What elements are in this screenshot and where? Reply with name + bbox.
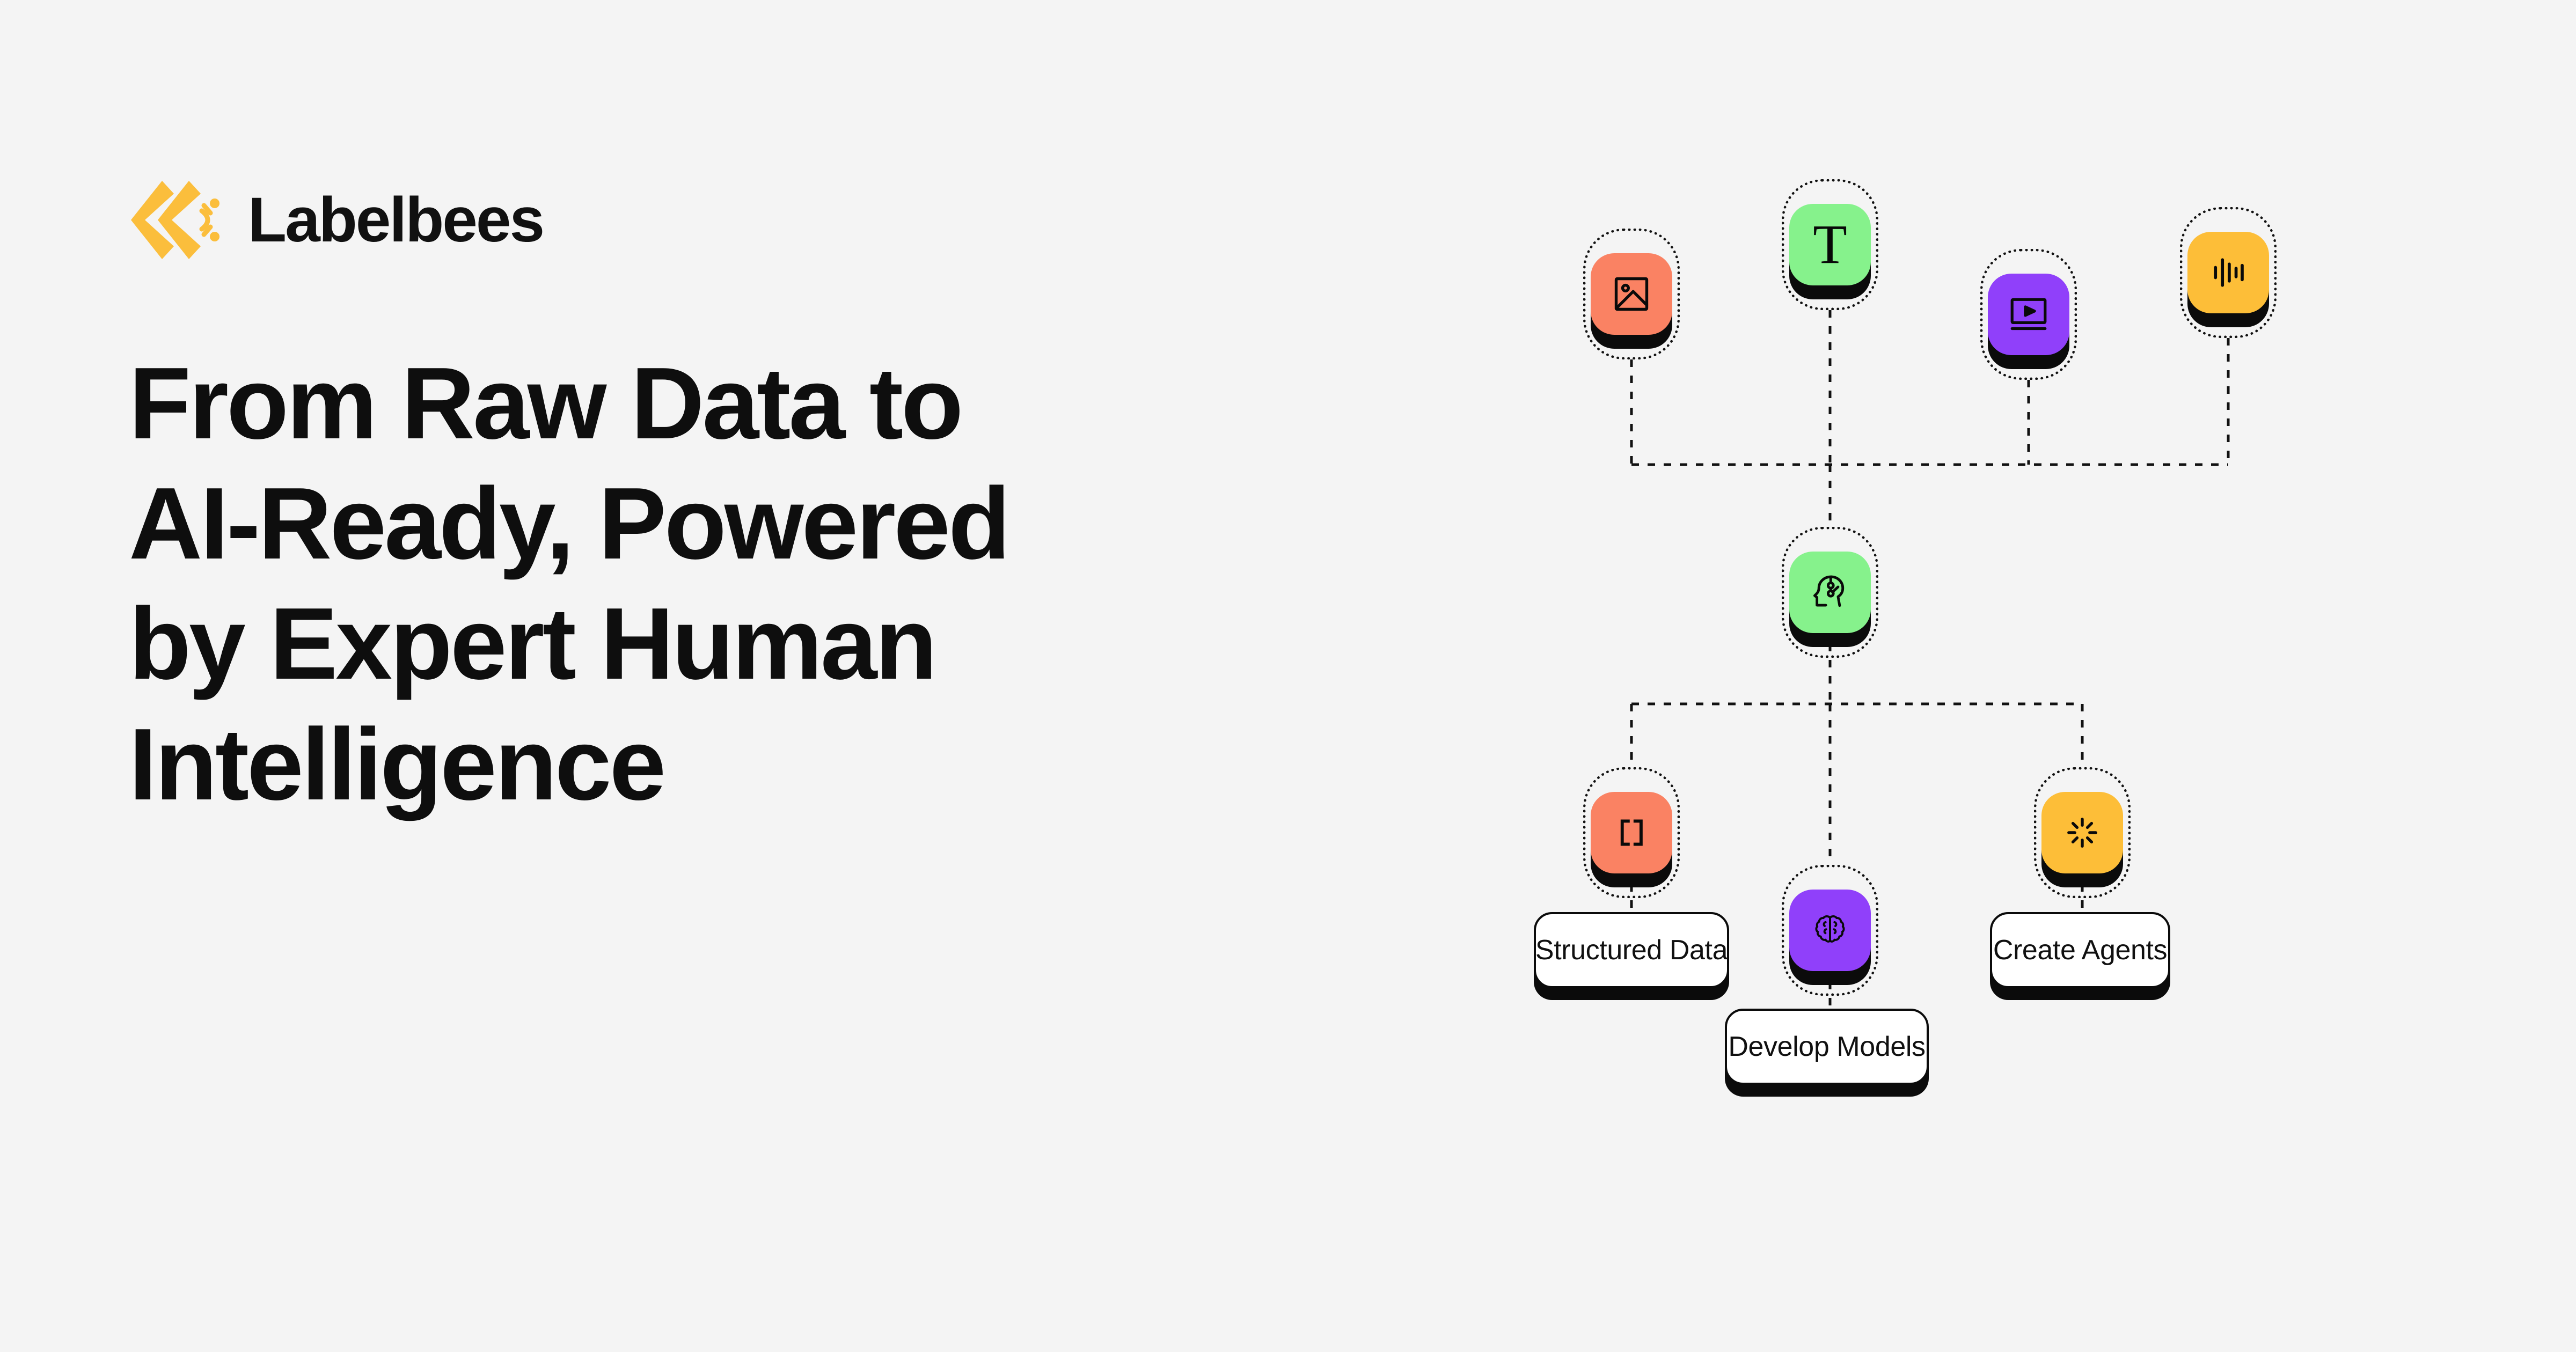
node-ai-head[interactable] [1782, 527, 1878, 658]
brackets-icon [1620, 819, 1643, 846]
brand-name: Labelbees [248, 185, 545, 255]
label-structured-data-text: Structured Data [1535, 935, 1728, 966]
tile-structured-data [1591, 792, 1672, 887]
node-audio[interactable] [2180, 207, 2277, 338]
headline-line-3: by Expert Human [129, 587, 938, 701]
label-structured-data[interactable]: Structured Data [1534, 912, 1729, 988]
labelbees-chevron-bee-logo-icon [131, 181, 219, 259]
headline-line-2: AI-Ready, Powered [129, 467, 1011, 581]
tile-audio [2187, 232, 2269, 327]
image-icon [1614, 277, 1649, 311]
tile-face-ai-head [1789, 552, 1871, 633]
tile-face-create-agents [2041, 792, 2123, 873]
video-play-icon [2010, 298, 2047, 330]
text-t-icon: T [1813, 214, 1847, 275]
headline-line-4: Intelligence [129, 707, 666, 821]
label-create-agents[interactable]: Create Agents [1990, 912, 2170, 988]
tile-face-video [1988, 274, 2069, 355]
node-structured-data[interactable] [1583, 767, 1680, 898]
node-text[interactable]: T [1782, 179, 1878, 310]
label-create-agents-text: Create Agents [1993, 935, 2168, 966]
spinner-icon [2067, 818, 2097, 848]
node-video[interactable] [1980, 249, 2077, 380]
page-title: From Raw Data to AI-Ready, Powered by Ex… [129, 343, 1406, 825]
label-develop-models-text: Develop Models [1728, 1031, 1926, 1062]
tile-image [1591, 253, 1672, 349]
hero-left-column: Labelbees From Raw Data to AI-Ready, Pow… [129, 177, 1444, 893]
tile-face-structured-data [1591, 792, 1672, 873]
node-develop-models[interactable] [1782, 865, 1878, 996]
tile-ai-head [1789, 552, 1871, 647]
ai-head-icon [1813, 575, 1845, 607]
tile-face-audio [2187, 232, 2269, 313]
tile-develop-models [1789, 890, 1871, 985]
tile-face-image [1591, 253, 1672, 335]
tile-text: T [1789, 204, 1871, 299]
tile-face-develop-models [1789, 890, 1871, 971]
headline-line-1: From Raw Data to [129, 347, 963, 460]
brain-icon [1815, 915, 1845, 943]
tile-face-text: T [1789, 204, 1871, 285]
node-create-agents[interactable] [2034, 767, 2131, 898]
label-develop-models[interactable]: Develop Models [1725, 1009, 1929, 1085]
brand-lockup: Labelbees [129, 177, 1444, 263]
audio-wave-icon [2214, 258, 2244, 287]
tile-create-agents [2041, 792, 2123, 887]
node-image[interactable] [1583, 229, 1680, 359]
tile-video [1988, 274, 2069, 369]
data-flow-diagram: T [1460, 123, 2426, 1239]
